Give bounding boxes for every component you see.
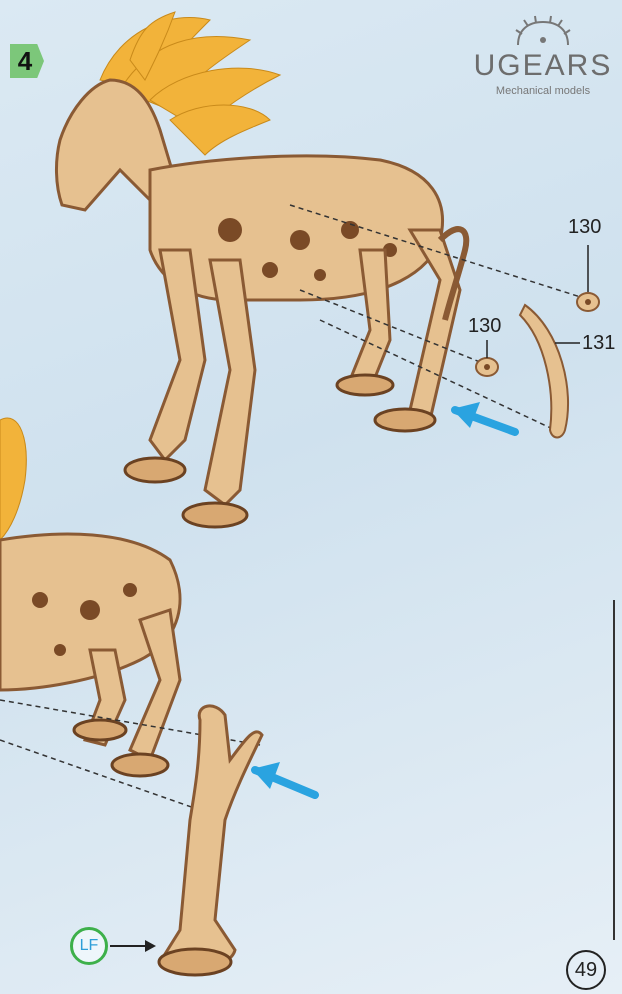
brand-name: UGEARS <box>468 49 618 83</box>
brand-logo: UGEARS Mechanical models <box>468 10 618 97</box>
part-label-130-mid: 130 <box>468 315 501 338</box>
gear-icon <box>508 10 578 50</box>
page-edge-line <box>613 600 615 940</box>
part-label-131: 131 <box>582 332 615 355</box>
brand-tagline: Mechanical models <box>468 85 618 97</box>
part-label-130-top: 130 <box>568 216 601 239</box>
step-number-badge: 4 <box>10 44 44 78</box>
insert-arrow-icon-bottom <box>252 762 315 795</box>
horse-top-illustration <box>56 12 466 527</box>
page-number: 49 <box>566 950 606 990</box>
leg-marker-badge: LF <box>70 927 108 965</box>
lf-pointer-arrow-icon <box>110 940 156 952</box>
insert-arrow-icon-top <box>452 402 515 432</box>
lf-leg-part <box>160 706 262 969</box>
